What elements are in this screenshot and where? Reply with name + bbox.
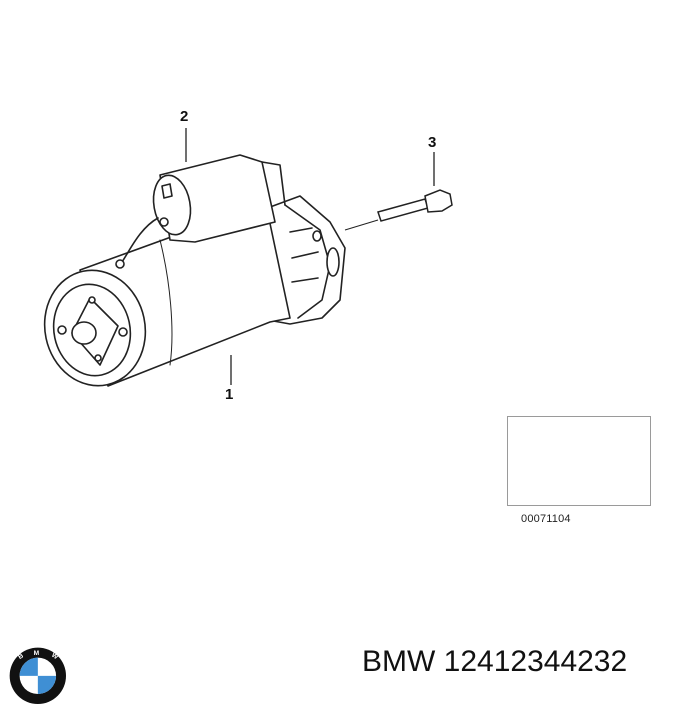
bmw-logo-icon: B M W (9, 647, 66, 704)
callout-1: 1 (225, 386, 234, 403)
part-number-label: BMW 12412344232 (362, 645, 628, 678)
car-locator-inset (507, 416, 651, 506)
bolt-drawing (344, 189, 453, 231)
svg-text:B: B (17, 652, 25, 661)
svg-text:M: M (34, 650, 40, 657)
callout-2: 2 (180, 108, 189, 125)
callout-3: 3 (428, 134, 437, 151)
svg-text:W: W (50, 652, 60, 662)
diagram-code: 00071104 (521, 513, 571, 525)
